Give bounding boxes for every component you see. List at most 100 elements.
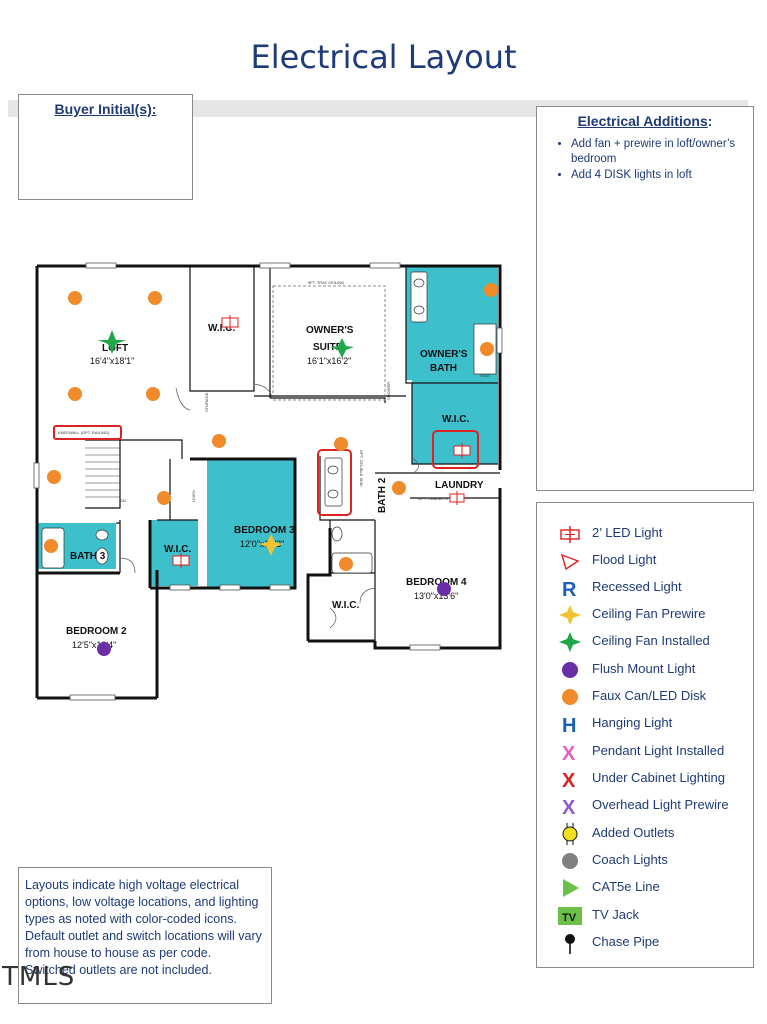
chase-pipe-icon [565, 934, 575, 954]
room-owners-suite-2: SUITE [313, 342, 343, 353]
legend-box: 2’ LED Light Flood Light R Recessed Ligh… [536, 502, 754, 968]
room-owners-bath: OWNER'S [420, 349, 468, 360]
legend-label: Flush Mount Light [592, 661, 696, 676]
room-wic-bed4: W.I.C. [332, 600, 359, 611]
storage-note: STORAGE [204, 392, 209, 412]
flush-mount-markers [97, 582, 451, 656]
outlet-icon [562, 823, 578, 845]
tv-jack-icon: TV [558, 907, 582, 925]
legend-label: Overhead Light Prewire [592, 797, 729, 812]
svg-text:X: X [562, 743, 576, 763]
legend-label: Flood Light [592, 552, 657, 567]
legend-label: Ceiling Fan Installed [592, 633, 710, 648]
overhead-light-prewire-icon: X [562, 797, 576, 817]
room-loft: LOFT [102, 343, 128, 354]
double-sink-callout [317, 449, 352, 516]
notes-box: Layouts indicate high voltage electrical… [18, 867, 272, 1004]
buyer-initials-label: Buyer Initial(s): [54, 101, 157, 117]
legend-label: CAT5e Line [592, 879, 660, 894]
cat5e-icon [563, 879, 579, 897]
legend-row-tv-jack: TV TV Jack [537, 902, 753, 929]
legend-row-ceiling-fan-prewire: Ceiling Fan Prewire [537, 601, 753, 628]
room-loft-dims: 16'4"x18'1" [90, 356, 134, 366]
room-wic-bed3: W.I.C. [164, 544, 191, 555]
knee-wall-note: KNEEWALL (OPT. RAILING) [58, 430, 110, 435]
seat-note: SEAT [480, 373, 491, 378]
legend-row-under-cabinet: X Under Cabinet Lighting [537, 765, 753, 792]
legend-row-led-disk: Faux Can/LED Disk [537, 683, 753, 710]
legend-label: Ceiling Fan Prewire [592, 606, 706, 621]
legend-label: Under Cabinet Lighting [592, 770, 725, 785]
room-owners-bath-2: BATH [430, 363, 457, 374]
dn-note: DN [120, 498, 126, 503]
legend-label: TV Jack [592, 907, 639, 922]
ceiling-fan-prewire-marker [259, 534, 283, 556]
legend-row-pendant-light: X Pendant Light Installed [537, 738, 753, 765]
electrical-additions-heading: Electrical Additions: [577, 113, 713, 129]
svg-text:R: R [562, 579, 577, 599]
room-wic-upper: W.I.C. [442, 414, 469, 425]
flood-light-icon [560, 553, 580, 571]
legend-label: 2’ LED Light [592, 525, 663, 540]
ceiling-fan-prewire-icon [559, 605, 581, 625]
legend-label: Coach Lights [592, 852, 668, 867]
recessed-light-icon: R [562, 579, 577, 599]
notes-text: Layouts indicate high voltage electrical… [25, 878, 262, 977]
stairs [85, 447, 120, 498]
legend-row-added-outlets: Added Outlets [537, 820, 753, 847]
led-disk-markers [44, 283, 498, 571]
room-bedroom2: BEDROOM 2 [66, 626, 127, 637]
legend-label: Added Outlets [592, 825, 675, 840]
legend-label: Hanging Light [592, 715, 673, 730]
svg-text:TV: TV [562, 912, 577, 924]
room-bath2: BATH 2 [377, 477, 388, 513]
tray-ceiling-outline [272, 285, 386, 401]
buyer-initials-box[interactable]: Buyer Initial(s): [18, 94, 193, 200]
room-owners-suite: OWNER'S [306, 325, 354, 336]
windows [33, 262, 503, 701]
hanging-light-icon: H [562, 715, 576, 735]
legend-row-overhead-prewire: X Overhead Light Prewire [537, 792, 753, 819]
room-bedroom4-dims: 13'0"x13'6" [414, 591, 458, 601]
svg-text:X: X [562, 770, 576, 790]
tray-ceiling-note: 9FT. TRAY CEILING [308, 280, 344, 285]
opt-cabinets-note: OPT. CABINETS [418, 496, 448, 501]
room-bath3: BATH 3 [70, 551, 106, 562]
electrical-additions-box: Electrical Additions: Add fan + prewire … [536, 106, 754, 491]
legend-label: Recessed Light [592, 579, 682, 594]
interior-walls [80, 266, 500, 641]
knee-wall-callout [53, 425, 122, 440]
legend-row-hanging-light: H Hanging Light [537, 710, 753, 737]
flush-mount-light-icon [562, 662, 578, 678]
under-cabinet-light-icon: X [562, 770, 576, 790]
linen-note: LINEN [191, 490, 196, 502]
legend-row-flush-mount: Flush Mount Light [537, 656, 753, 683]
list-item: Add fan + prewire in loft/owner’s bedroo… [571, 137, 753, 167]
room-bedroom3: BEDROOM 3 [234, 525, 295, 536]
double-sink-note: OPT. DOUBLE SINK [359, 450, 364, 487]
floor-plan: 9FT. TRAY CEILING STORAGE LINEN DN OPT. … [33, 262, 503, 701]
room-wic-owner: W.I.C. [208, 323, 235, 334]
legend-row-ceiling-fan-installed: Ceiling Fan Installed [537, 628, 753, 655]
list-item: Add 4 DISK lights in loft [571, 168, 753, 183]
svg-text:X: X [562, 797, 576, 817]
legend-row-chase-pipe: Chase Pipe [537, 929, 753, 956]
page-title: Electrical Layout [250, 38, 517, 76]
legend-row-recessed-light: R Recessed Light [537, 574, 753, 601]
room-laundry: LAUNDRY [435, 480, 484, 491]
svg-text:H: H [562, 715, 576, 735]
legend-label: Chase Pipe [592, 934, 660, 949]
wic-light-callout [432, 430, 479, 469]
pendant-light-icon: X [562, 743, 576, 763]
watermark: TMLS [2, 962, 76, 992]
legend-row-coach-lights: Coach Lights [537, 847, 753, 874]
coach-light-icon [562, 853, 578, 869]
legend-row-flood-light: Flood Light [537, 547, 753, 574]
electrical-additions-list: Add fan + prewire in loft/owner’s bedroo… [537, 137, 753, 183]
legend-label: Faux Can/LED Disk [592, 688, 707, 703]
legend-label: Pendant Light Installed [592, 743, 725, 758]
legend-row-led-light: 2’ LED Light [537, 520, 753, 547]
room-bedroom4: BEDROOM 4 [406, 577, 467, 588]
ceiling-fan-installed-icon [559, 632, 581, 652]
room-owners-suite-dims: 16'1"x16'2" [307, 356, 351, 366]
